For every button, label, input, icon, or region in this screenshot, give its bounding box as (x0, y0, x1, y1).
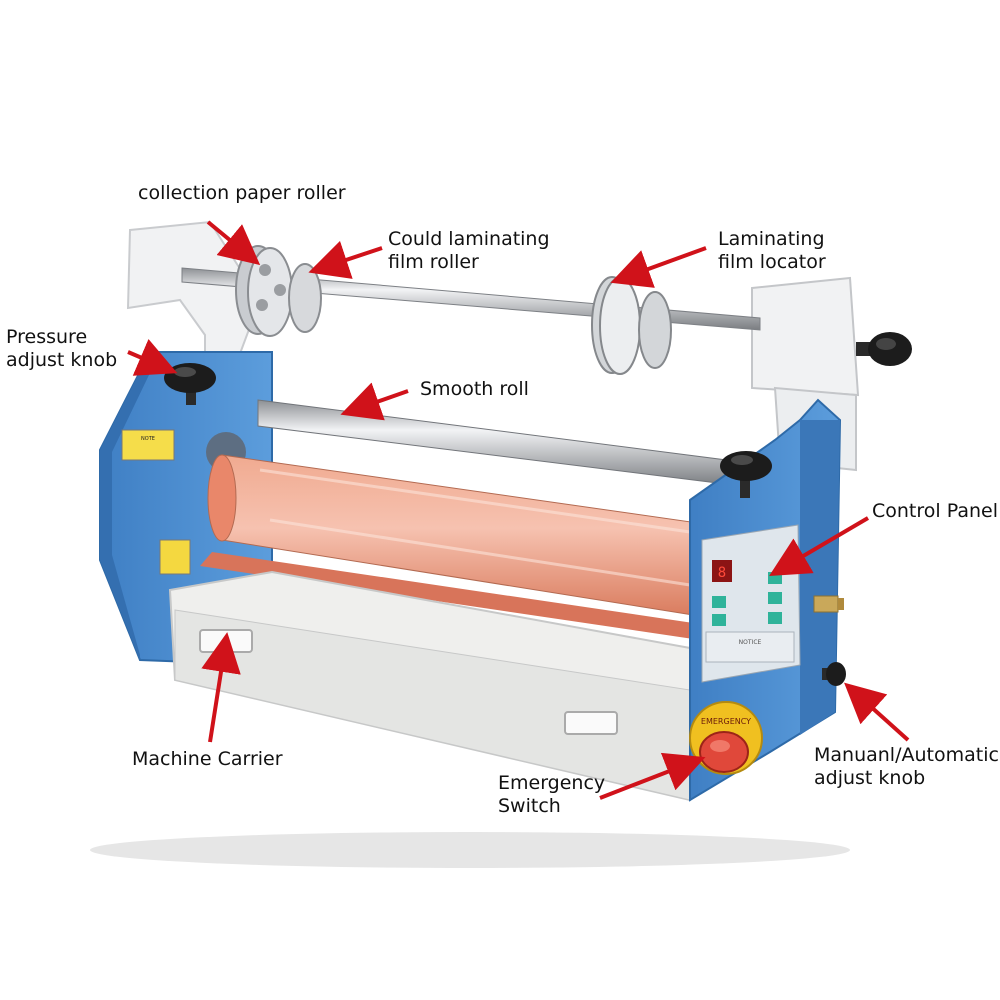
arrow-machine-carrier (201, 632, 241, 743)
arrow-emergency-switch (599, 752, 706, 800)
label-pressure-knob-line2: adjust knob (6, 349, 118, 371)
emergency-stop: EMERGENCY (689, 701, 763, 775)
label-control-panel: Control Panel (872, 500, 998, 523)
laminator-machine: NOTE (90, 220, 912, 868)
right-housing-side (800, 420, 840, 735)
carrier-handle-right (564, 711, 618, 735)
floor-shadow (90, 832, 850, 868)
label-cold-film-roller-line2: film roller (388, 251, 479, 273)
label-control-panel-text: Control Panel (872, 500, 998, 522)
panel-display: 8 (718, 565, 726, 581)
label-emergency-switch: Emergency Switch (498, 772, 605, 818)
label-collection-paper-roller-text: collection paper roller (138, 182, 346, 204)
label-machine-carrier-text: Machine Carrier (132, 748, 283, 770)
label-machine-carrier: Machine Carrier (132, 748, 283, 771)
label-collection-paper-roller: collection paper roller (138, 182, 346, 205)
label-smooth-roll: Smooth roll (420, 378, 529, 401)
label-film-locator-line2: film locator (718, 251, 826, 273)
arrow-cold-film-roller (308, 240, 383, 279)
panel-note-text: NOTICE (739, 639, 762, 646)
collection-roller-hub (235, 245, 322, 337)
label-film-locator-line1: Laminating (718, 228, 825, 250)
right-bracket-box (751, 276, 860, 397)
arrow-control-panel (769, 516, 870, 577)
label-pressure-knob: Pressure adjust knob (6, 326, 117, 372)
hazard-label (159, 539, 191, 575)
label-mode-knob: Manuanl/Automatic adjust knob (814, 744, 999, 790)
arrow-film-locator (610, 246, 707, 288)
control-panel: 8 NOTICE (701, 524, 801, 683)
label-smooth-roll-text: Smooth roll (420, 378, 529, 400)
arrow-smooth-roll (340, 382, 409, 421)
silicone-roll (200, 454, 713, 640)
warning-label (121, 429, 175, 461)
label-film-locator: Laminating film locator (718, 228, 826, 274)
label-pressure-knob-line1: Pressure (6, 326, 88, 348)
callout-arrows (127, 220, 910, 800)
label-mode-knob-line1: Manuanl/Automatic (814, 744, 999, 766)
mode-knob (822, 662, 846, 686)
right-top-knob (856, 332, 912, 366)
label-emergency-switch-line1: Emergency (498, 772, 606, 794)
arrow-mode-knob (844, 682, 910, 742)
estop-ring-text: EMERGENCY (701, 717, 751, 726)
film-locator-discs (591, 276, 672, 375)
warning-label-text: NOTE (141, 436, 155, 442)
label-cold-film-roller-line1: Could laminating (388, 228, 550, 250)
left-housing-face (100, 352, 160, 660)
label-cold-film-roller: Could laminating film roller (388, 228, 550, 274)
arrow-pressure-knob (127, 339, 178, 376)
right-pressure-knob (720, 451, 772, 498)
side-fitting (813, 595, 844, 613)
label-emergency-switch-line2: Switch (498, 795, 561, 817)
label-mode-knob-line2: adjust knob (814, 767, 926, 789)
arrow-collection-roller (206, 220, 261, 266)
